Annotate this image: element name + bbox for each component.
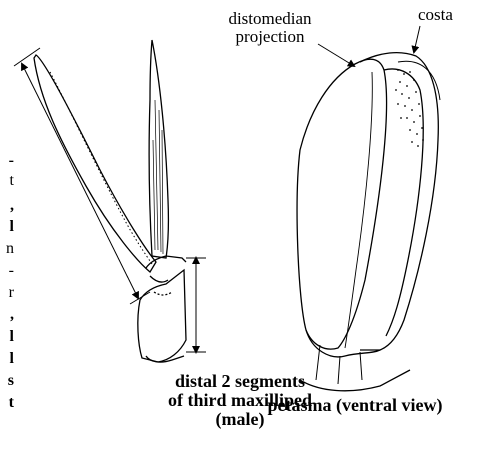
stipple-pattern [395,69,424,147]
maxilliped-caption-line-1: distal 2 segments [135,372,345,391]
distomedian-projection-label: distomedian projection [205,10,335,46]
costa-label: costa [418,6,468,24]
maxilliped-drawing [14,40,206,362]
petasma-drawing [297,26,440,391]
petasma-caption: petasma (ventral view) [230,396,480,415]
